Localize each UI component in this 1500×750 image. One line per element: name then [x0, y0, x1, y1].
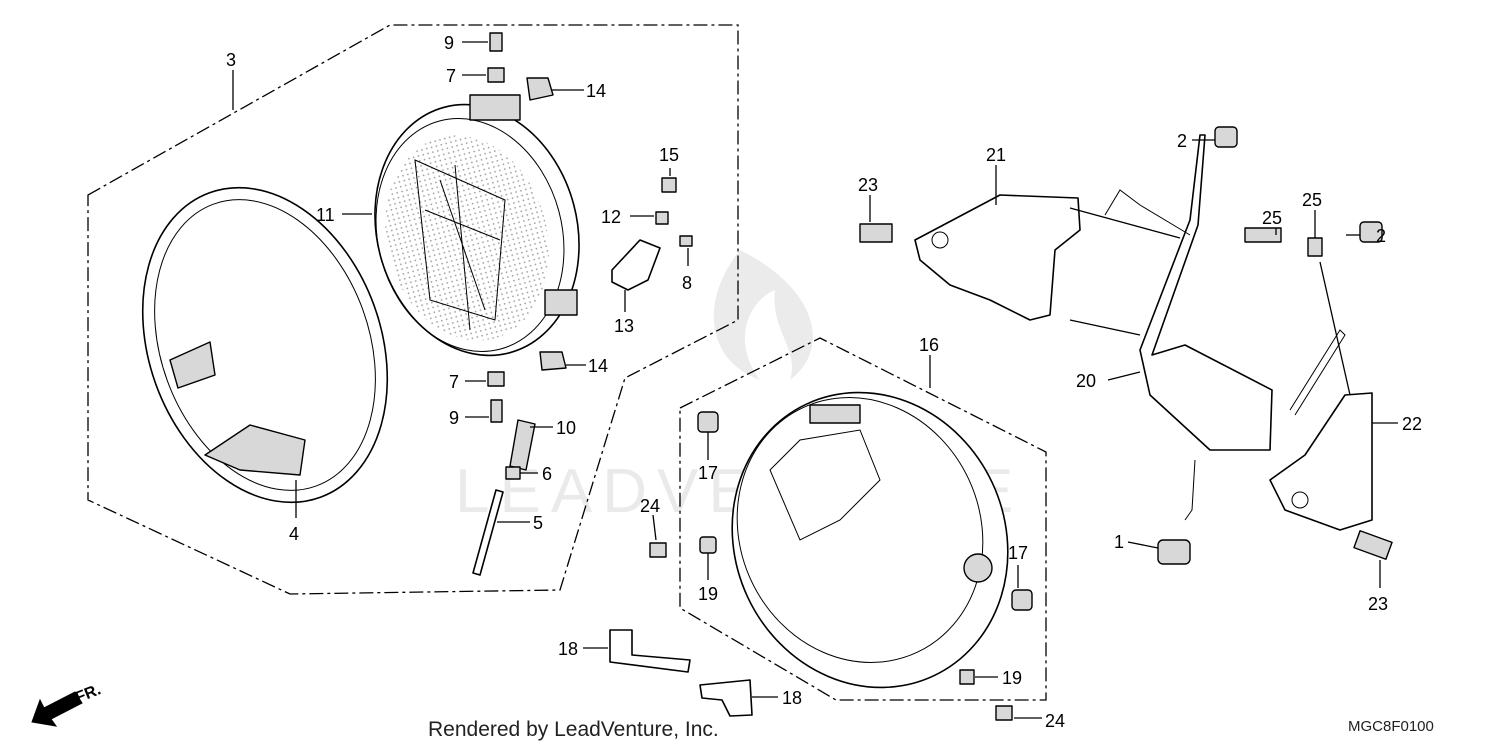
direction-label: FR. — [73, 681, 103, 706]
callout-7-top: 7 — [446, 66, 456, 86]
callout-20: 20 — [1076, 371, 1096, 391]
callout-14-bottom: 14 — [588, 356, 608, 376]
callout-2-right: 2 — [1376, 226, 1386, 246]
callout-25-left: 25 — [1262, 208, 1282, 228]
headlight-case-part — [731, 391, 1009, 689]
callout-18-right: 18 — [782, 688, 802, 708]
callout-9-bottom: 9 — [449, 408, 459, 428]
callout-19-left: 19 — [698, 584, 718, 604]
bracket-part — [611, 239, 661, 291]
callout-24-left: 24 — [640, 496, 660, 516]
callout-3: 3 — [226, 50, 236, 70]
headlight-rim-part — [141, 186, 389, 504]
callout-22: 22 — [1402, 414, 1422, 434]
callout-25-right: 25 — [1302, 190, 1322, 210]
callout-12: 12 — [601, 207, 621, 227]
callout-11: 11 — [316, 205, 335, 225]
callout-21: 21 — [986, 145, 1006, 165]
upper-bracket-part — [914, 194, 1081, 321]
callout-4: 4 — [289, 524, 299, 544]
callout-16: 16 — [919, 335, 939, 355]
callout-13: 13 — [614, 316, 634, 336]
callout-1: 1 — [1114, 532, 1124, 552]
callout-6: 6 — [542, 464, 552, 484]
callout-7-bottom: 7 — [449, 372, 459, 392]
callout-9-top: 9 — [444, 33, 454, 53]
headlight-group-boundary — [87, 24, 739, 595]
callout-10: 10 — [556, 418, 576, 438]
headlight-unit-part — [374, 94, 580, 357]
callout-23-right: 23 — [1368, 594, 1388, 614]
hardware-parts — [472, 32, 1393, 721]
callout-labels: 3 4 9 7 14 11 15 12 8 13 14 7 9 10 6 5 1… — [226, 33, 1422, 731]
callout-2-top: 2 — [1177, 131, 1187, 151]
headlight-stay-part — [1139, 134, 1273, 451]
callout-5: 5 — [533, 513, 543, 533]
callout-15: 15 — [659, 145, 679, 165]
callout-14-top: 14 — [586, 81, 606, 101]
callout-23-left: 23 — [858, 175, 878, 195]
arrow-icon — [31, 691, 83, 727]
case-group-boundary — [679, 337, 1047, 701]
callout-8: 8 — [682, 273, 692, 293]
callout-18-left: 18 — [558, 639, 578, 659]
leader-lines — [232, 41, 1398, 719]
callout-17-left: 17 — [698, 463, 718, 483]
callout-24-right: 24 — [1045, 711, 1065, 731]
callout-19-right: 19 — [1002, 668, 1022, 688]
forward-direction-arrow: FR. — [31, 681, 103, 727]
render-credit: Rendered by LeadVenture, Inc. — [428, 718, 719, 741]
diagram-code: MGC8F0100 — [1348, 718, 1434, 735]
side-bracket-part — [1269, 392, 1373, 531]
callout-17-right: 17 — [1008, 543, 1028, 563]
